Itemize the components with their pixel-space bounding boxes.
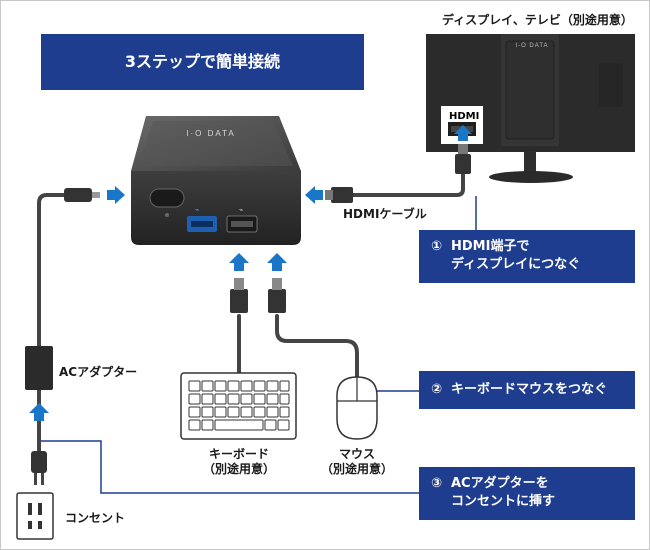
usb-plug-mouse [268, 278, 286, 313]
step-1-line2: ディスプレイにつなぐ [451, 257, 581, 272]
hdmi-cable [351, 169, 465, 197]
arrow-mouse-usb [267, 253, 287, 271]
mouse-label-line2: （別途用意） [320, 462, 393, 476]
keyboard-label: キーボード （別途用意） [197, 447, 281, 477]
ac-adapter-brick [25, 346, 53, 390]
step-connector-lines [41, 196, 477, 494]
keyboard-label-line1: キーボード [208, 447, 269, 461]
hdmi-plug-monitor-side [455, 144, 471, 174]
step-3-box: ③ ACアダプターを コンセントに挿す [419, 467, 635, 520]
mini-pc: I·O DATA ⌁ ⌁ [131, 116, 301, 245]
display-label: ディスプレイ、テレビ（別途用意） [442, 13, 633, 27]
keyboard [180, 372, 297, 440]
mouse-label-line1: マウス [338, 447, 375, 461]
mouse-label: マウス （別途用意） [315, 447, 399, 477]
step-2-line1: キーボードマウスをつなぐ [451, 382, 608, 397]
page-title: 3ステップで簡単接続 [41, 34, 364, 90]
svg-text:⌁: ⌁ [239, 207, 243, 214]
step-1-number: ① [431, 239, 443, 254]
hdmi-cable-label: HDMIケーブル [343, 207, 427, 221]
step-3-number: ③ [431, 476, 443, 491]
mouse [336, 376, 378, 440]
arrow-ac-to-adapter [29, 403, 49, 421]
arrow-ac-to-pc [107, 186, 125, 204]
arrow-keyboard-usb [229, 253, 249, 271]
keyboard-label-line2: （別途用意） [202, 462, 275, 476]
arrow-hdmi-to-pc [305, 186, 323, 204]
hdmi-port-label: HDMI [449, 111, 480, 122]
ac-adapter-cable [37, 193, 68, 348]
step-1-box: ① HDMI端子で ディスプレイにつなぐ [419, 230, 635, 283]
arrow-hdmi-to-monitor [454, 125, 472, 141]
step-3-line1: ACアダプターを [451, 476, 549, 491]
monitor-brand-logo: I-O DATA [515, 43, 548, 49]
hdmi-plug-pc-side [325, 187, 353, 203]
power-button [149, 188, 185, 208]
step-1-line1: HDMI端子で [451, 239, 530, 254]
step-3-line2: コンセントに挿す [451, 494, 556, 509]
step-2-box: ② キーボードマウスをつなぐ [419, 371, 635, 409]
ac-adapter-label: ACアダプター [59, 365, 138, 379]
brand-logo: I·O DATA [186, 129, 235, 138]
mouse-cable [275, 314, 359, 381]
dc-plug [64, 188, 100, 202]
usb-plug-keyboard [230, 278, 248, 313]
power-plug [31, 451, 47, 485]
outlet-label: コンセント [65, 511, 126, 525]
step-2-number: ② [431, 382, 443, 397]
svg-text:⌁: ⌁ [195, 207, 199, 214]
outlet [16, 492, 54, 540]
